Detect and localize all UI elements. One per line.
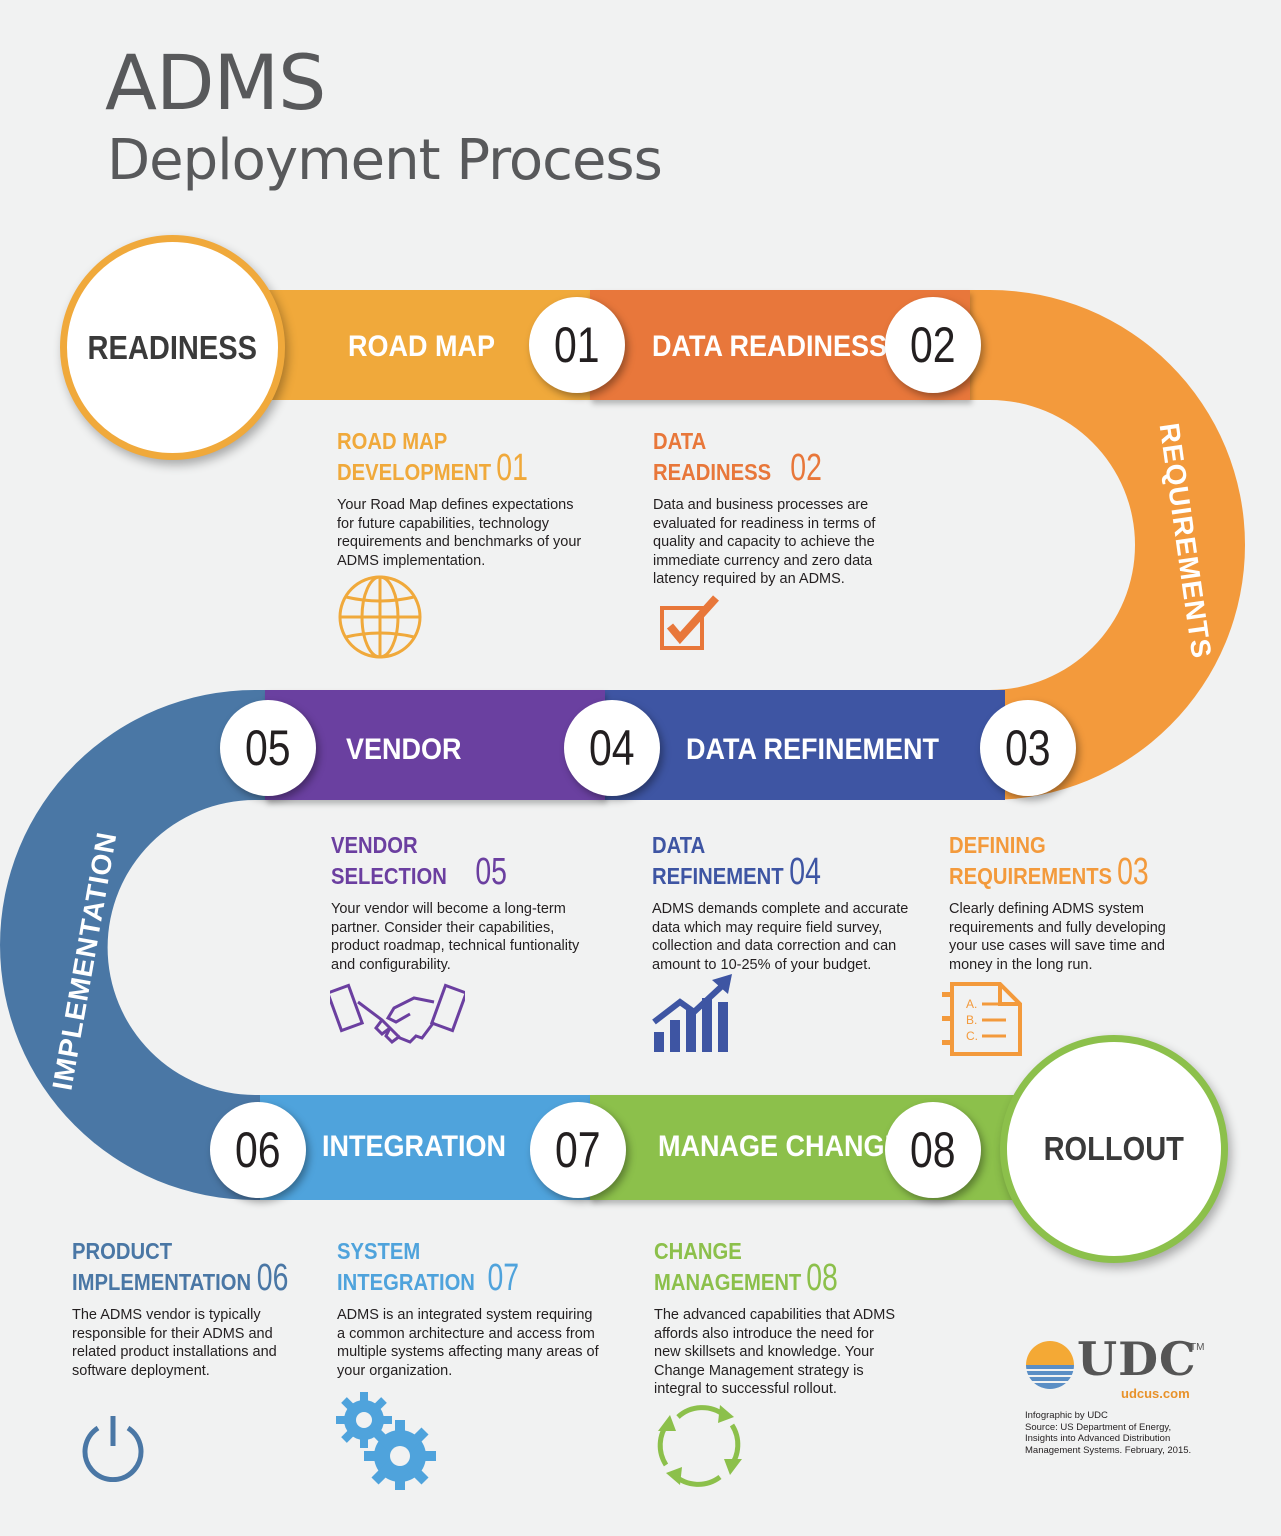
- section-body: Clearly defining ADMS system requirement…: [949, 901, 1166, 973]
- svg-text:B.: B.: [966, 1013, 977, 1027]
- rollout-circle: ROLLOUT: [1000, 1035, 1228, 1263]
- section-body: ADMS is an integrated system requiring a…: [337, 1307, 599, 1379]
- readiness-circle: READINESS: [60, 235, 285, 460]
- power-icon: [82, 1416, 144, 1482]
- step-05-number: 05: [220, 700, 316, 796]
- implementation-curve: [0, 690, 300, 1200]
- requirements-curve: [890, 290, 1245, 800]
- step-02-label: DATA READINESS: [652, 330, 888, 363]
- step-03-number: 03: [980, 700, 1076, 796]
- step-02-number: 02: [885, 297, 981, 393]
- step-06-number: 06: [210, 1102, 306, 1198]
- step-07-number: 07: [530, 1102, 626, 1198]
- section-body: Your Road Map defines expectations for f…: [337, 497, 582, 569]
- page-title: ADMS: [105, 38, 326, 127]
- step-08-label: MANAGE CHANGE: [658, 1130, 903, 1163]
- handshake-icon: [330, 983, 465, 1044]
- svg-text:C.: C.: [966, 1029, 978, 1043]
- step-08-number: 08: [885, 1102, 981, 1198]
- globe-icon: [338, 575, 422, 659]
- step-01-label: ROAD MAP: [348, 330, 496, 363]
- step-04-label: DATA REFINEMENT: [686, 733, 939, 766]
- svg-text:A.: A.: [966, 997, 977, 1011]
- section-body: The advanced capabilities that ADMS affo…: [654, 1307, 895, 1397]
- step-01-number: 01: [529, 297, 625, 393]
- step-07-label: INTEGRATION: [322, 1130, 506, 1163]
- gears-icon: [336, 1392, 436, 1490]
- udc-url: udcus.com: [1121, 1386, 1190, 1401]
- section-body: Your vendor will become a long-term part…: [331, 901, 580, 973]
- checkbox-icon: [660, 595, 719, 650]
- growth-chart-icon: [652, 974, 732, 1052]
- source-credit: Infographic by UDC Source: US Department…: [1025, 1410, 1192, 1456]
- step-04-number: 04: [564, 700, 660, 796]
- section-body: The ADMS vendor is typically responsible…: [72, 1307, 277, 1379]
- page-subtitle: Deployment Process: [107, 128, 663, 193]
- section-body: ADMS demands complete and accurate data …: [652, 901, 909, 973]
- checklist-icon: A. B. C.: [942, 982, 1022, 1056]
- udc-sun-icon: [1026, 1341, 1074, 1390]
- recycle-arrows-icon: [657, 1405, 742, 1487]
- section-body: Data and business processes are evaluate…: [653, 497, 876, 587]
- vendor-band: [265, 690, 605, 800]
- step-05-label: VENDOR: [346, 733, 462, 766]
